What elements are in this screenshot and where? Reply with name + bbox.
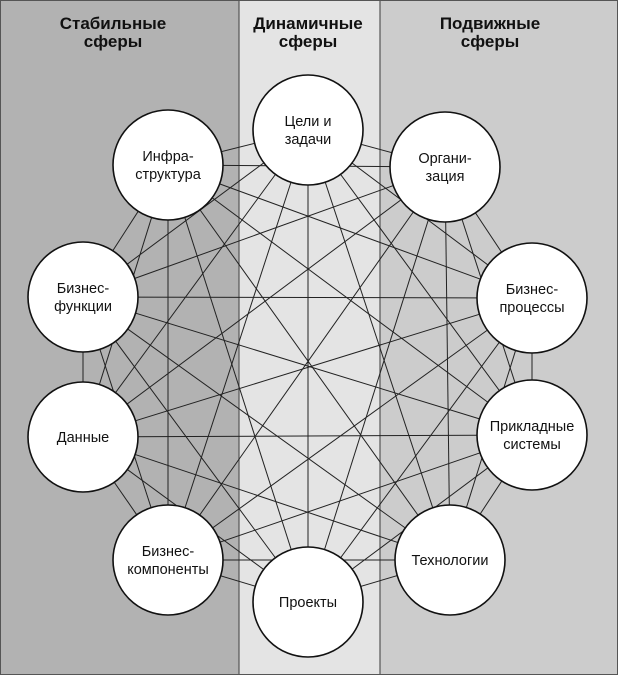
node-circle-bproc: [476, 242, 588, 354]
column-title-dynamic-line-0: Динамичные: [253, 14, 362, 33]
node-circle-org: [389, 111, 501, 223]
edge-projects-infra: [167, 164, 309, 603]
node-label-infra: Инфра-: [142, 149, 193, 165]
column-title-dynamic-line-1: сферы: [279, 32, 337, 51]
node-label-apps: системы: [503, 437, 561, 453]
edge-org-projects: [307, 166, 446, 603]
edge-goals-data: [82, 129, 309, 438]
node-label-bcomp: Бизнес-: [142, 544, 195, 560]
node-org: Органи-зация: [389, 111, 501, 223]
node-data: Данные: [27, 381, 139, 493]
node-bproc: Бизнес-процессы: [476, 242, 588, 354]
node-label-projects: Проекты: [279, 595, 337, 611]
node-circle-bcomp: [112, 504, 224, 616]
node-projects: Проекты: [252, 546, 364, 658]
node-label-bcomp: компоненты: [127, 562, 209, 578]
node-label-apps: Прикладные: [490, 419, 575, 435]
node-label-goals: задачи: [285, 132, 332, 148]
edge-goals-apps: [307, 129, 533, 436]
column-title-stable-line-0: Стабильные: [60, 14, 167, 33]
edge-tech-data: [82, 436, 451, 561]
node-goals: Цели и задачи: [252, 74, 364, 186]
node-label-bproc: Бизнес-: [506, 282, 559, 298]
edge-apps-data: [82, 434, 533, 438]
node-circle-data: [27, 381, 139, 493]
node-apps: Прикладные системы: [476, 379, 588, 491]
node-circle-projects: [252, 546, 364, 658]
sphere-nodes: Цели изадачиОргани-зацияБизнес-процессыП…: [27, 74, 588, 658]
node-label-bfunc: Бизнес-: [57, 281, 110, 297]
node-circle-bfunc: [27, 241, 139, 353]
edge-apps-infra: [167, 164, 533, 436]
node-label-org: зация: [426, 169, 465, 185]
edge-bproc-projects: [307, 297, 533, 603]
node-circle-apps: [476, 379, 588, 491]
column-title-stable-line-1: сферы: [84, 32, 142, 51]
edge-bproc-infra: [167, 164, 533, 299]
node-label-data: Данные: [57, 430, 109, 446]
edge-tech-infra: [167, 164, 451, 561]
node-label-bproc: процессы: [499, 300, 564, 316]
column-headers: СтабильныесферыДинамичныесферыПодвижныес…: [60, 14, 540, 51]
node-label-goals: Цели и: [285, 114, 332, 130]
edge-bproc-bfunc: [82, 296, 533, 299]
edge-apps-bcomp: [167, 434, 533, 561]
edge-projects-bfunc: [82, 296, 309, 603]
node-bcomp: Бизнес-компоненты: [112, 504, 224, 616]
edge-org-tech: [444, 166, 451, 561]
node-bfunc: Бизнес-функции: [27, 241, 139, 353]
node-label-org: Органи-: [418, 151, 471, 167]
edge-org-bcomp: [167, 166, 446, 561]
column-title-mobile-line-0: Подвижные: [440, 14, 540, 33]
column-title-mobile-line-1: сферы: [461, 32, 519, 51]
edge-bproc-bcomp: [167, 297, 533, 561]
edge-bproc-data: [82, 297, 533, 438]
node-label-tech: Технологии: [412, 553, 489, 569]
node-circle-goals: [252, 74, 364, 186]
edge-org-bfunc: [82, 166, 446, 298]
node-circle-tech: [394, 504, 506, 616]
node-infra: Инфра-структура: [112, 109, 224, 221]
node-tech: Технологии: [394, 504, 506, 616]
node-label-infra: структура: [135, 167, 202, 183]
node-circle-infra: [112, 109, 224, 221]
edge-org-data: [82, 166, 446, 438]
edge-apps-bfunc: [82, 296, 533, 436]
node-label-bfunc: функции: [54, 299, 112, 315]
edge-tech-bfunc: [82, 296, 451, 561]
